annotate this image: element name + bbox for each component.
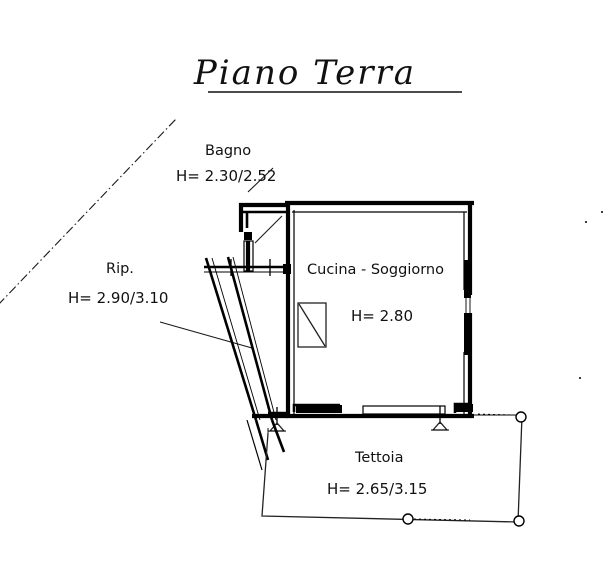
- room-height-tettoia: H= 2.65/3.15: [327, 480, 427, 498]
- tettoia-edge-dotted-top: [477, 413, 515, 416]
- cucina-right-pier-lower: [464, 313, 471, 355]
- page-title: Piano Terra: [193, 53, 416, 93]
- ripostiglio-wall-outer: [204, 257, 258, 421]
- divider-wall-node: [283, 264, 291, 274]
- scan-speckle-c: [579, 377, 581, 379]
- cucina-bottom-pier-left: [296, 405, 342, 413]
- room-label-cucina-soggiorno: Cucina - Soggiorno: [307, 262, 444, 278]
- tettoia-column-marker-bottom-right: [513, 515, 525, 527]
- tettoia-edge-dotted-bottom: [413, 518, 471, 521]
- room-height-bagno: H= 2.30/2.52: [176, 167, 276, 185]
- cucina-bottom-window-1: [362, 405, 446, 415]
- ripostiglio-wall-far-ext: [246, 419, 263, 471]
- ripostiglio-leader-line: [159, 321, 253, 349]
- bagno-inner-leader-line: [254, 215, 283, 244]
- property-boundary-line: [0, 118, 177, 304]
- door-swing-leaf-icon: [298, 303, 326, 347]
- room-height-cucina-soggiorno: H= 2.80: [351, 307, 413, 325]
- cucina-bottom-pier-right: [455, 404, 473, 412]
- door-swing-icon: [297, 302, 327, 348]
- bagno-leader-line: [247, 167, 274, 193]
- bagno-partition-node: [244, 232, 252, 240]
- room-height-ripostiglio: H= 2.90/3.10: [68, 289, 168, 307]
- scan-speckle-b: [601, 211, 603, 213]
- cucina-right-pier-upper: [464, 260, 471, 298]
- scan-speckle-a: [585, 221, 587, 223]
- ripostiglio-wall-inner-ext: [270, 419, 286, 453]
- ripostiglio-wall-inner-hair: [232, 256, 277, 421]
- tettoia-column-marker-bottom-center: [402, 513, 414, 525]
- tettoia-outline: [261, 415, 523, 523]
- room-label-bagno: Bagno: [205, 143, 251, 159]
- tettoia-column-marker-top-right: [515, 411, 527, 423]
- room-label-ripostiglio: Rip.: [106, 261, 134, 277]
- ripostiglio-wall-inner: [226, 256, 274, 421]
- ripostiglio-wall-outer-hair: [211, 257, 261, 421]
- room-label-tettoia: Tettoia: [354, 450, 403, 466]
